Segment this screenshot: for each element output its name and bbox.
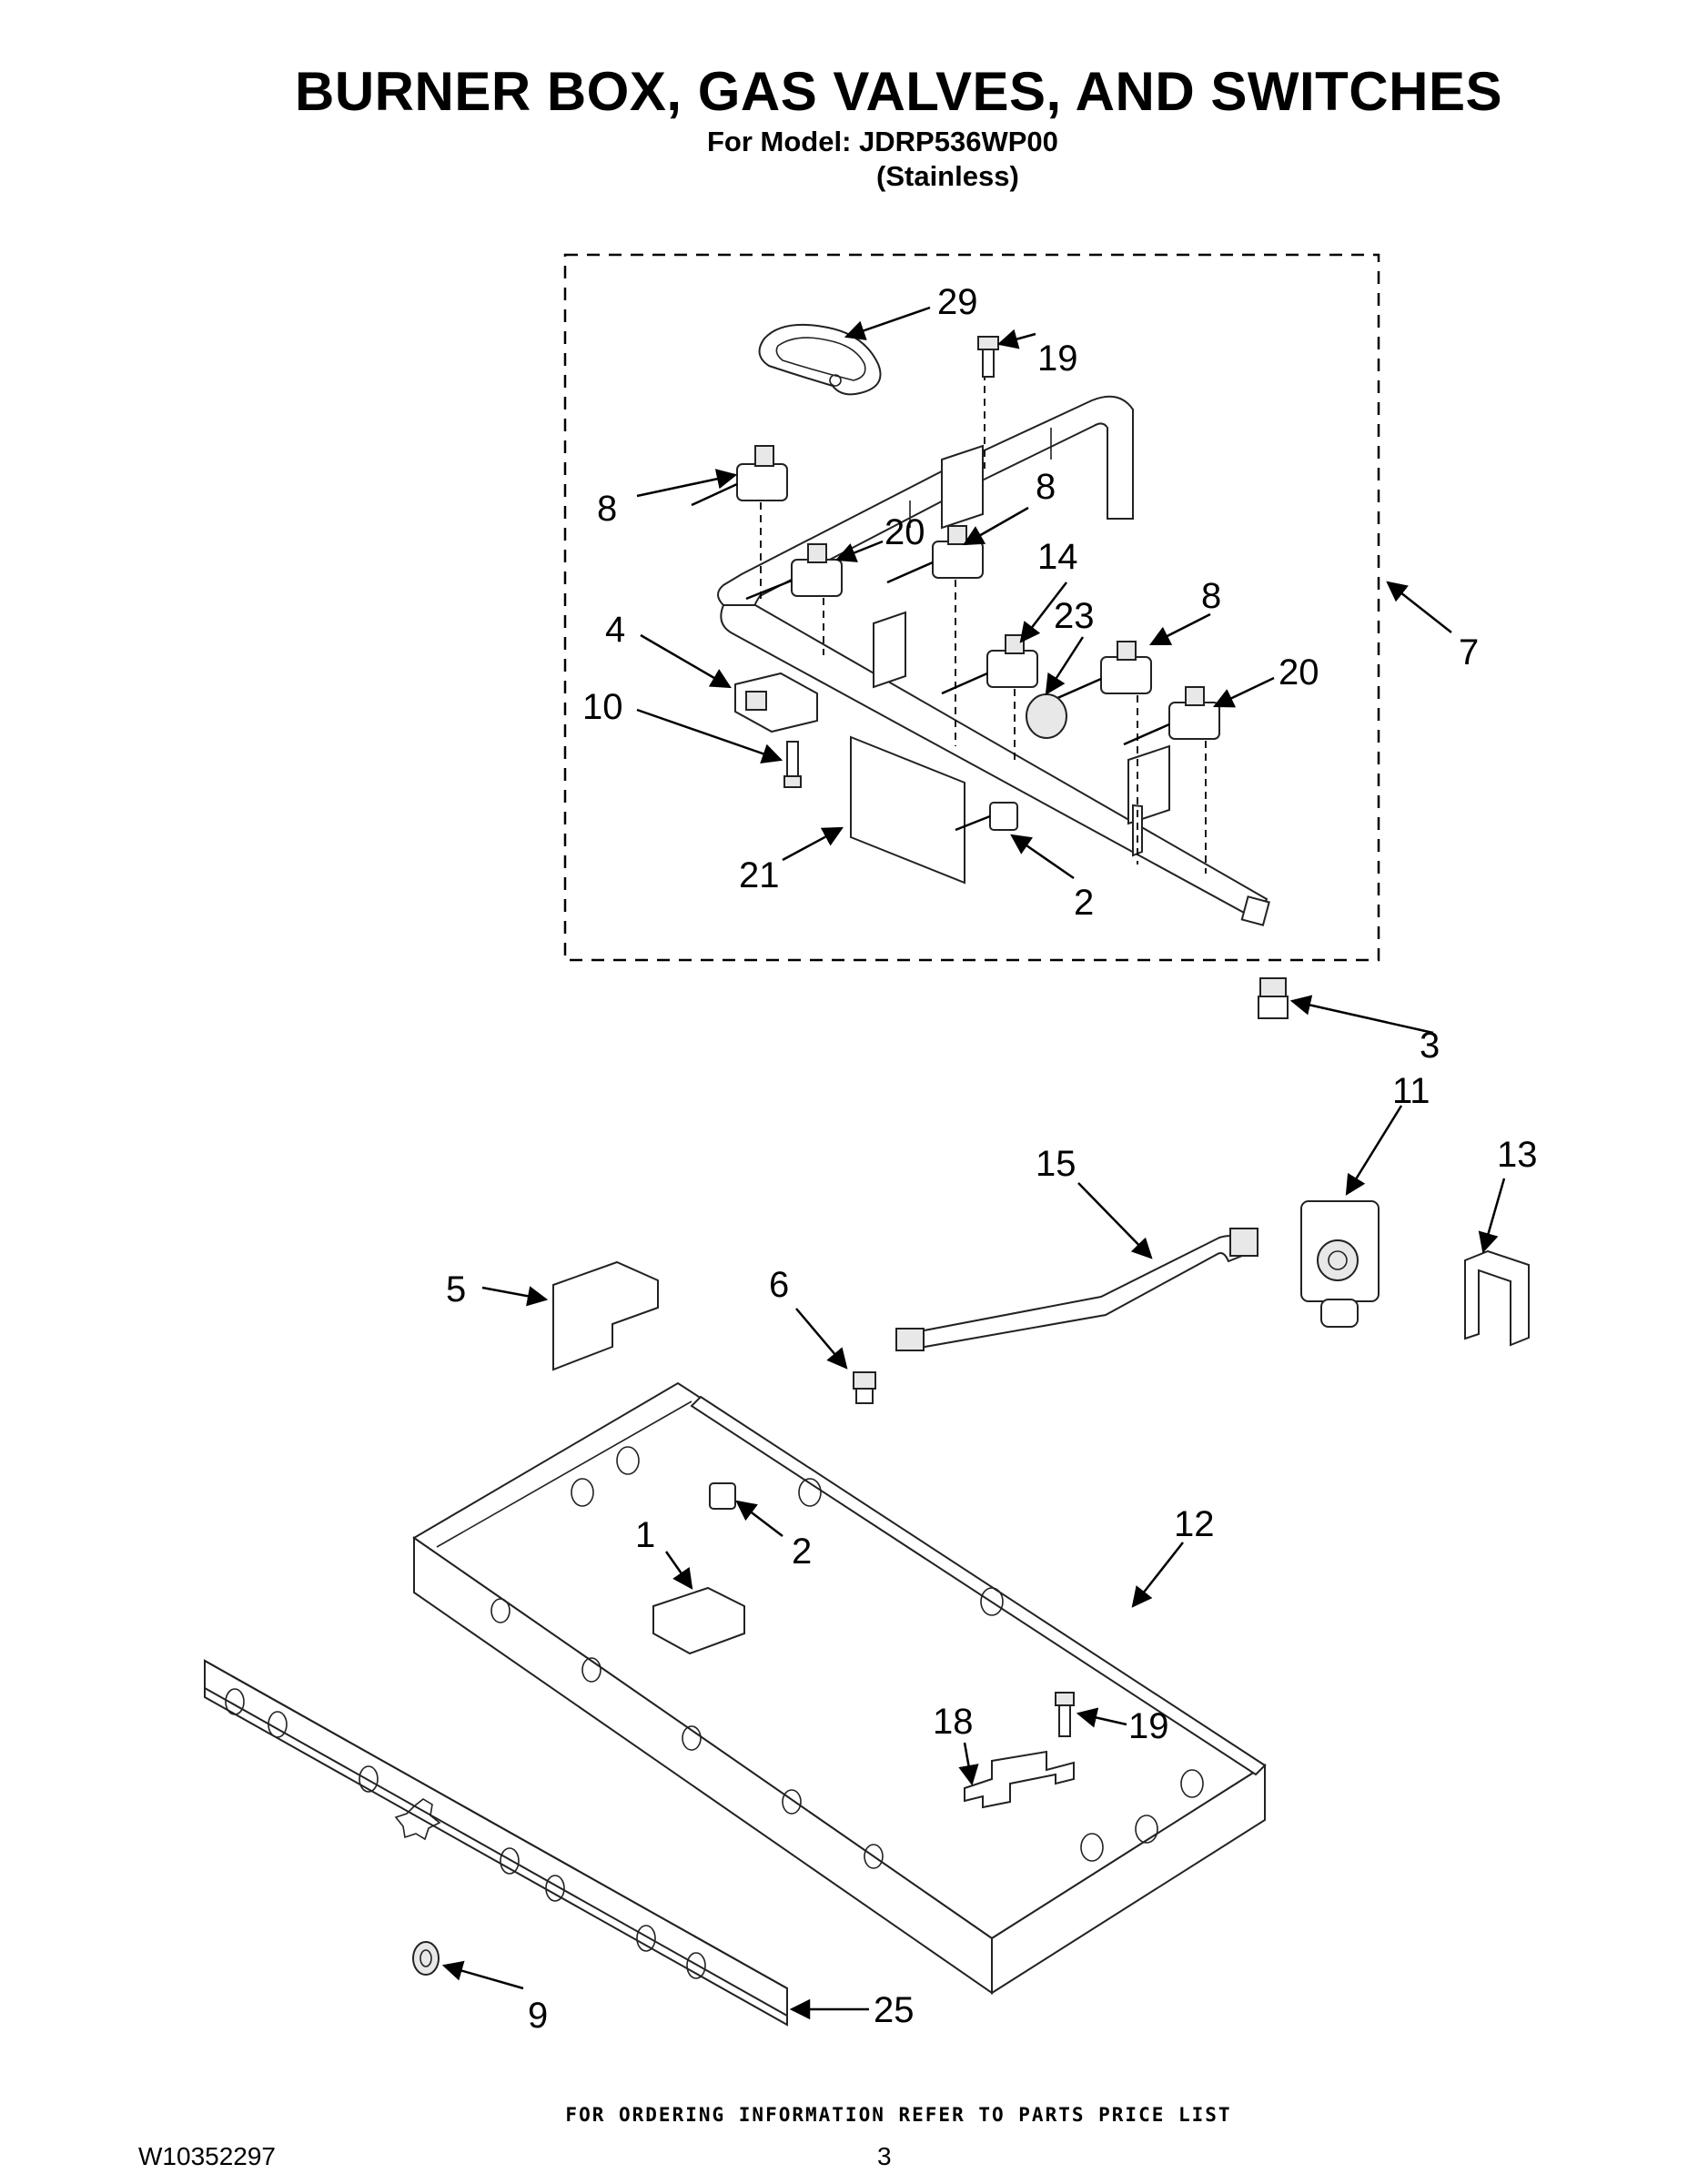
leader-arrows [441, 306, 1506, 2020]
screw-19-top [977, 336, 999, 378]
callout-4: 4 [605, 610, 625, 650]
callout-8-right: 8 [1201, 576, 1221, 616]
callout-29: 29 [937, 282, 978, 322]
callout-20-right: 20 [1279, 652, 1319, 693]
callout-14: 14 [1037, 537, 1078, 577]
gas-valve-lower-right [1123, 686, 1220, 746]
plate-21 [850, 735, 965, 885]
screw-2-upper [955, 802, 1018, 832]
gas-valve-left [745, 543, 843, 601]
callout-7: 7 [1459, 632, 1479, 672]
model-line: For Model: JDRP536WP00 [707, 126, 1058, 157]
callout-2-lower: 2 [792, 1532, 812, 1572]
callout-18: 18 [933, 1702, 974, 1742]
bracket-18 [964, 1750, 1075, 1809]
callout-8-left: 8 [597, 489, 617, 529]
gas-valve-14 [941, 634, 1038, 695]
bracket-5 [552, 1260, 659, 1371]
knob-9 [412, 1941, 440, 1976]
callout-2-upper: 2 [1074, 883, 1094, 923]
bracket-13 [1464, 1249, 1530, 1347]
callout-1: 1 [635, 1515, 655, 1555]
callout-23: 23 [1054, 596, 1095, 636]
disc-23 [1026, 693, 1067, 739]
callout-20-left: 20 [884, 512, 925, 552]
regulator-11 [1300, 1200, 1380, 1328]
document-number: W10352297 [138, 2142, 277, 2170]
page-title: BURNER BOX, GAS VALVES, AND SWITCHES [295, 61, 1502, 122]
screw-10 [783, 741, 802, 788]
callout-11: 11 [1392, 1071, 1430, 1111]
panel-25 [204, 1659, 788, 2027]
gas-valve-center [886, 525, 984, 584]
manifold-assembly-boundary [563, 253, 1380, 962]
callout-15: 15 [1036, 1144, 1076, 1184]
callout-19-top: 19 [1037, 339, 1078, 379]
callout-13: 13 [1497, 1135, 1538, 1175]
screw-19-lower [1055, 1692, 1075, 1737]
callout-5: 5 [446, 1269, 466, 1309]
gas-valve-right [1055, 641, 1152, 701]
fitting-3 [1258, 977, 1289, 1019]
page-number: 3 [877, 2142, 892, 2170]
bracket-4 [734, 672, 818, 733]
gas-valve-upper-left [691, 445, 788, 507]
screw-2-lower [709, 1482, 736, 1510]
gasket-part [758, 323, 882, 396]
finish-line: (Stainless) [876, 160, 1019, 192]
block-1 [652, 1586, 745, 1655]
callout-25: 25 [874, 1990, 915, 2030]
tube-15 [895, 1228, 1258, 1351]
callout-8-center: 8 [1036, 467, 1056, 507]
alignment-lines [760, 373, 1207, 874]
callout-12: 12 [1174, 1504, 1215, 1544]
fitting-6 [853, 1371, 876, 1404]
callout-6: 6 [769, 1265, 789, 1305]
callout-21: 21 [739, 855, 780, 895]
callout-3: 3 [1420, 1026, 1440, 1066]
burner-box-12 [412, 1381, 1267, 1995]
ordering-note: FOR ORDERING INFORMATION REFER TO PARTS … [565, 2104, 1232, 2126]
manifold-brackets [873, 444, 1170, 857]
callout-19-lower: 19 [1128, 1706, 1169, 1746]
manifold-tube [717, 395, 1270, 926]
callout-9: 9 [528, 1996, 548, 2036]
callout-10: 10 [582, 687, 623, 727]
